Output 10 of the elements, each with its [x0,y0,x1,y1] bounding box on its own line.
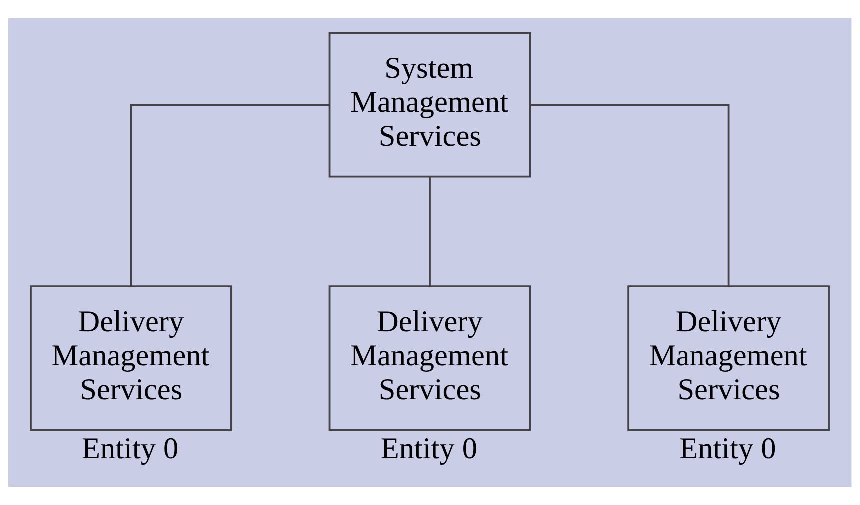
node-box: Delivery Management Services [628,286,830,432]
node-label: Entity 0 [380,431,478,466]
node-label: Entity 0 [82,431,179,466]
connector [429,177,431,287]
node-box: Delivery Management Services [328,286,532,432]
connector [530,104,730,287]
connector [130,104,330,287]
node-box: System Management Services [328,32,532,178]
node-box: Delivery Management Services [30,286,232,432]
node-label: Entity 0 [680,431,776,466]
